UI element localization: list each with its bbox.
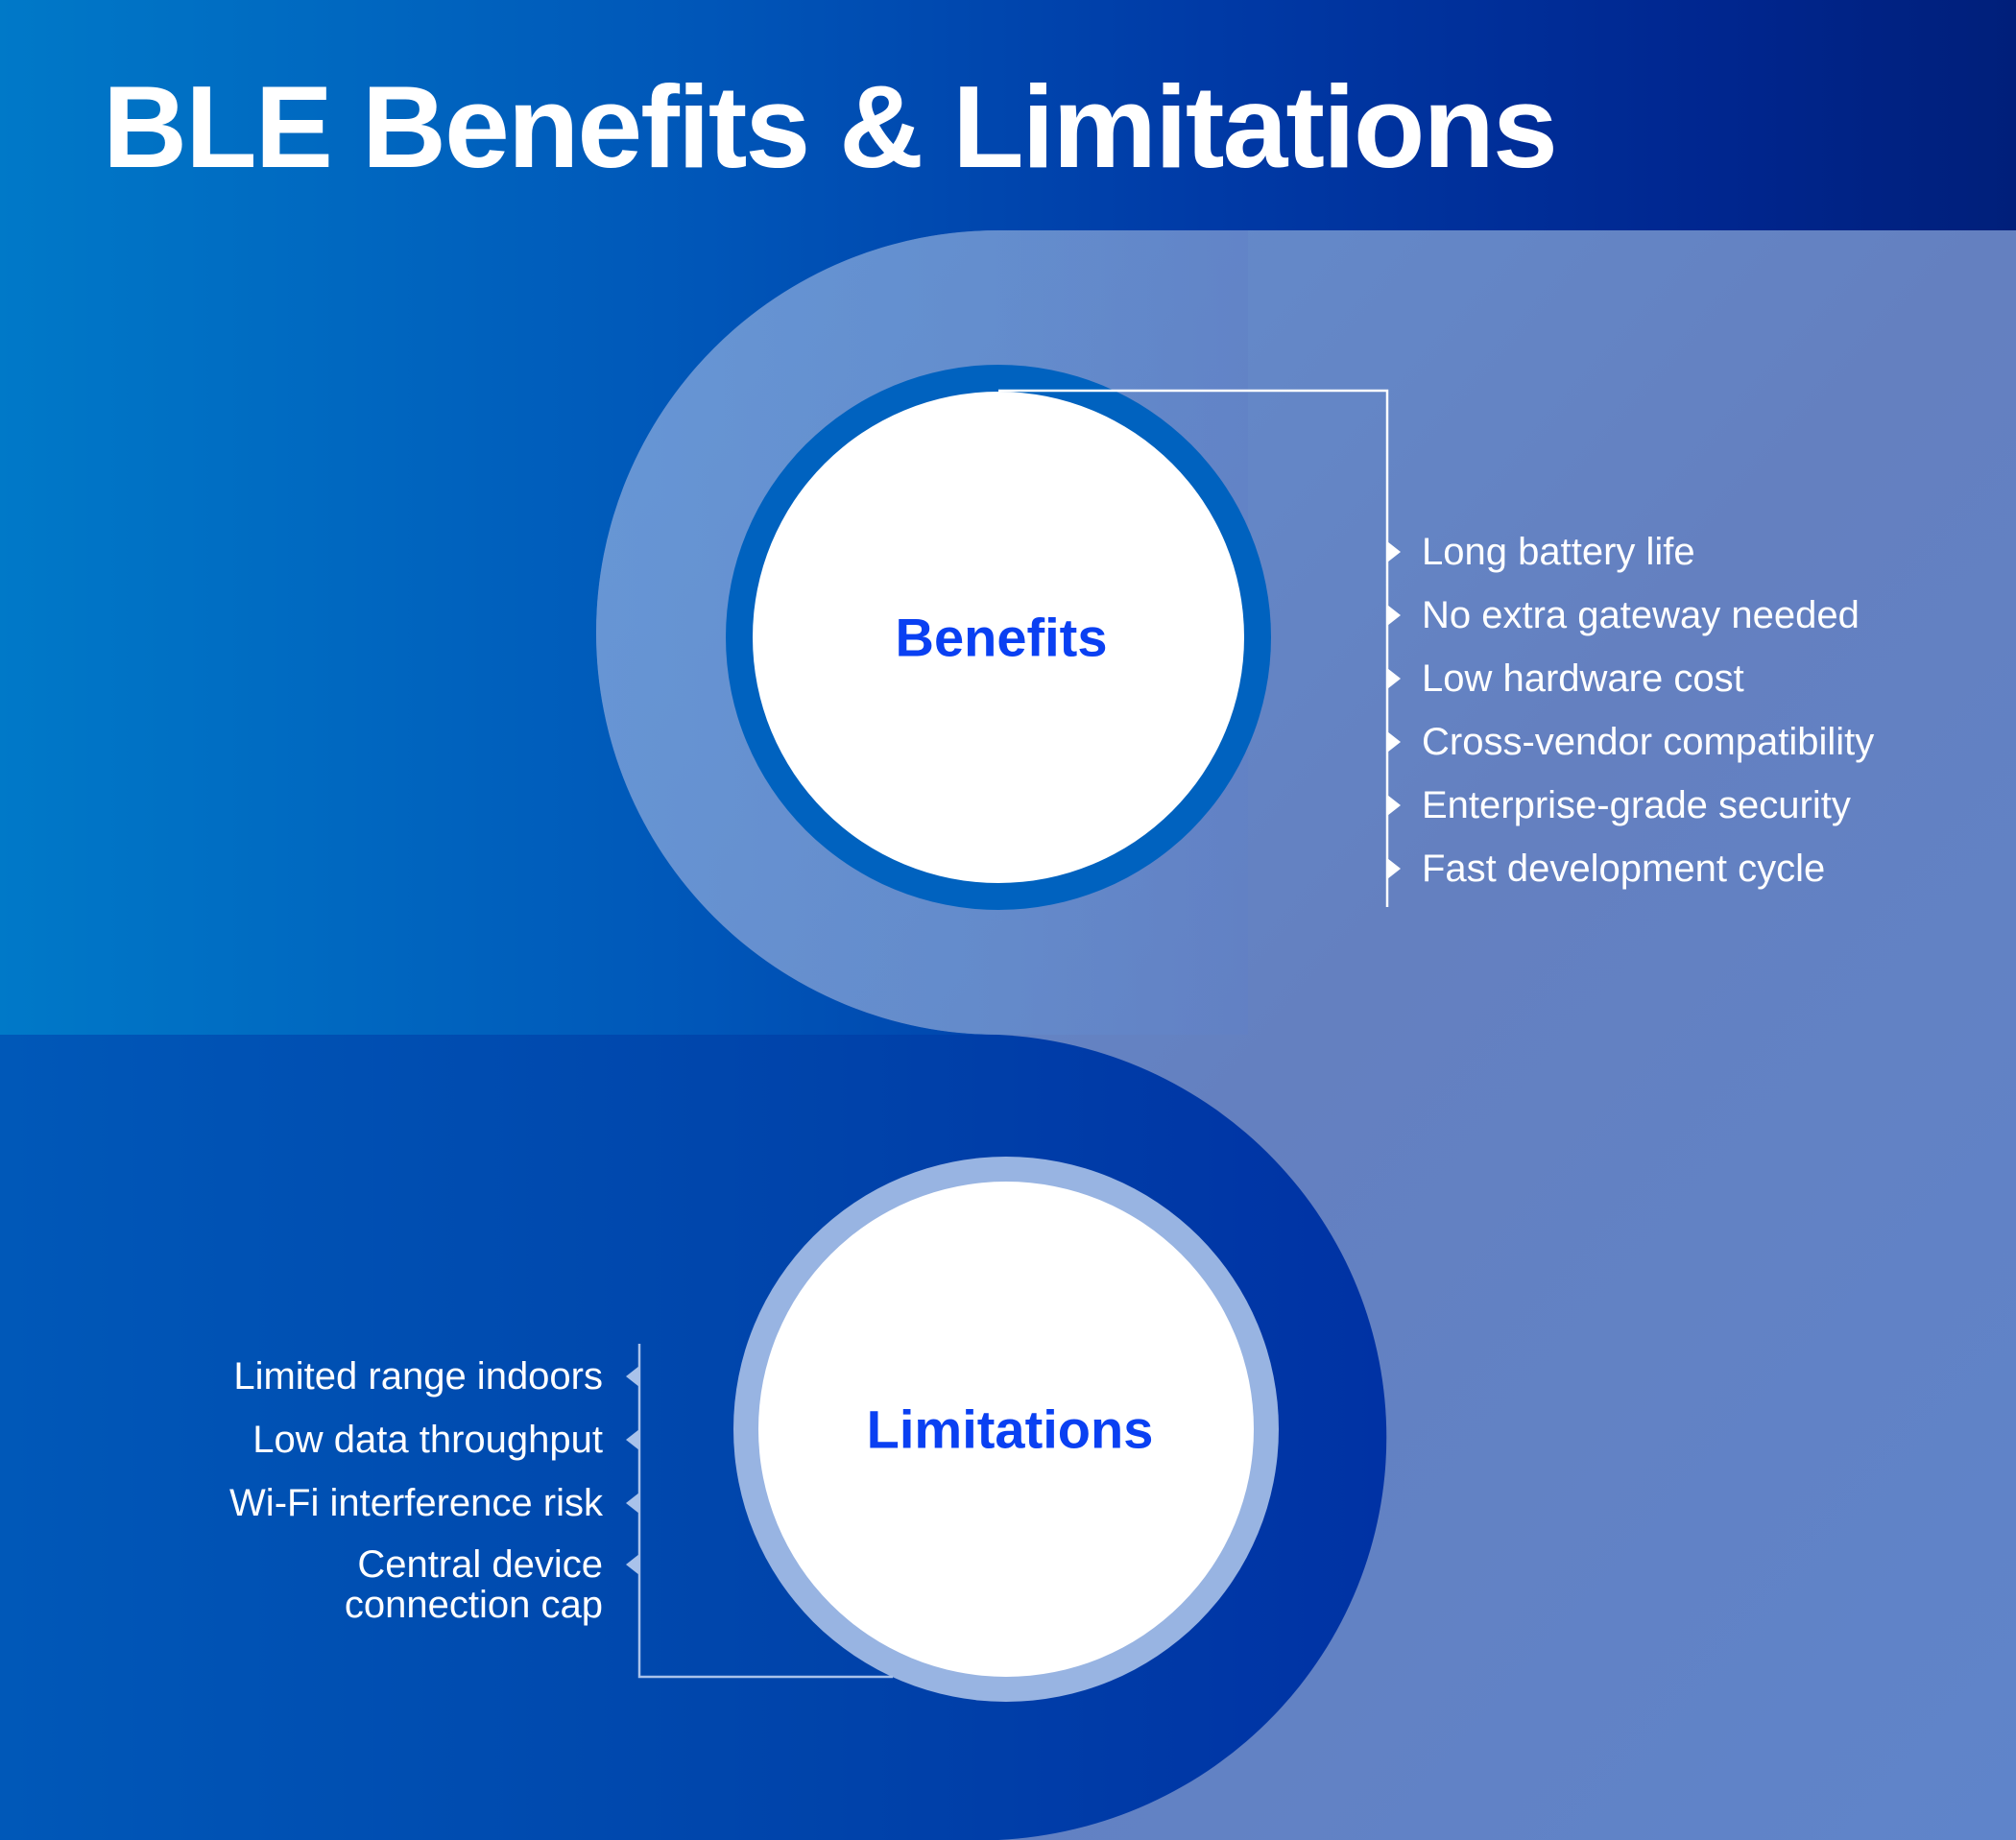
benefit-item: Fast development cycle — [1387, 837, 1874, 900]
limitations-list: Limited range indoors Low data throughpu… — [229, 1345, 639, 1625]
triangle-right-icon — [1387, 858, 1401, 879]
triangle-right-icon — [1387, 668, 1401, 689]
benefit-item: No extra gateway needed — [1387, 584, 1874, 647]
triangle-left-icon — [626, 1554, 639, 1575]
limitation-item: Limited range indoors — [229, 1345, 639, 1408]
page-title: BLE Benefits & Limitations — [103, 61, 1558, 192]
triangle-right-icon — [1387, 795, 1401, 816]
triangle-left-icon — [626, 1493, 639, 1514]
limitations-connector — [637, 1344, 893, 1679]
benefit-item: Enterprise-grade security — [1387, 774, 1874, 837]
benefit-item: Long battery life — [1387, 520, 1874, 584]
benefits-label: Benefits — [895, 607, 1108, 668]
benefits-list: Long battery life No extra gateway neede… — [1387, 520, 1874, 900]
triangle-right-icon — [1387, 731, 1401, 753]
benefits-circle — [753, 392, 1244, 883]
triangle-left-icon — [626, 1429, 639, 1450]
benefit-item: Cross-vendor compatibility — [1387, 710, 1874, 774]
benefit-item: Low hardware cost — [1387, 647, 1874, 710]
triangle-left-icon — [626, 1366, 639, 1387]
limitation-item: Low data throughput — [229, 1408, 639, 1471]
limitations-label: Limitations — [866, 1398, 1154, 1460]
limitations-circle — [758, 1182, 1254, 1677]
triangle-right-icon — [1387, 605, 1401, 626]
triangle-right-icon — [1387, 541, 1401, 562]
limitation-item: Central device connection cap — [276, 1544, 639, 1625]
limitation-item: Wi-Fi interference risk — [229, 1471, 639, 1535]
